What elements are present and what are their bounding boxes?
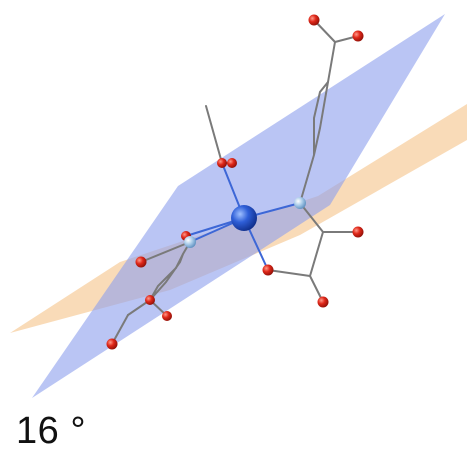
oxygen-atom — [135, 256, 147, 268]
nitrogen-atoms — [184, 197, 306, 248]
oxygen-atom — [262, 264, 274, 276]
nitrogen-atom — [184, 236, 196, 248]
bond — [140, 241, 191, 263]
oxygen-atoms — [106, 14, 364, 350]
bond — [205, 105, 223, 164]
oxygen-atom — [352, 226, 364, 238]
bond — [309, 231, 324, 277]
bond — [111, 314, 129, 345]
oxygen-atom — [145, 295, 155, 305]
metal-atom — [231, 205, 257, 231]
bond — [299, 202, 324, 233]
oxygen-atom — [217, 158, 227, 168]
bond — [299, 154, 315, 204]
oxygen-atom — [352, 30, 364, 42]
oxygen-atom — [162, 311, 172, 321]
oxygen-atom — [317, 296, 329, 308]
bond — [267, 269, 311, 277]
oxygen-atom — [308, 14, 320, 26]
oxygen-atom — [106, 338, 118, 350]
nitrogen-atom — [294, 197, 306, 209]
oxygen-atom — [227, 158, 237, 168]
bond — [327, 41, 336, 83]
dihedral-angle-label: 16 ° — [16, 410, 87, 452]
